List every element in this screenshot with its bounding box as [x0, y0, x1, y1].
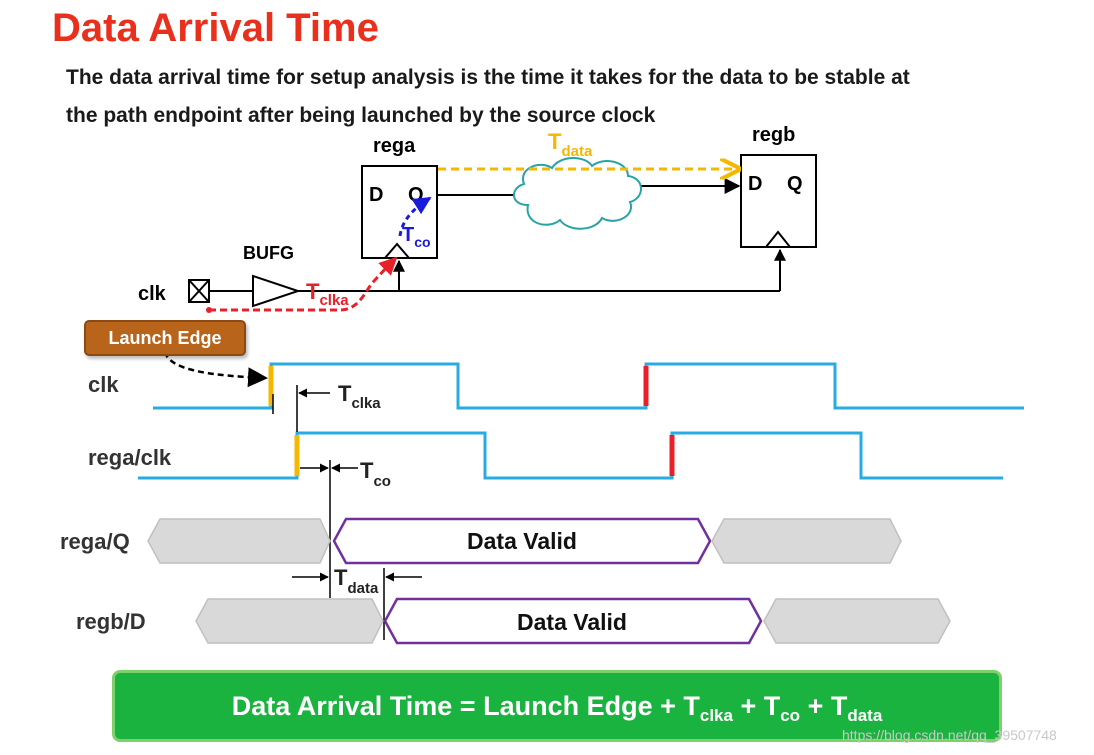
regb-d-data-valid: [383, 597, 763, 645]
t-clka-label: Tclka: [306, 279, 349, 309]
regb-d-invalid-2: [763, 598, 951, 644]
description-line-1: The data arrival time for setup analysis…: [66, 66, 910, 89]
wave-rega-q-label: rega/Q: [60, 529, 130, 554]
wave-clk-label: clk: [88, 372, 119, 397]
launch-edge-arrow: [163, 351, 268, 388]
bufg-label: BUFG: [243, 243, 294, 263]
rega-clock-triangle: [384, 242, 410, 259]
regb-clock-triangle: [765, 230, 791, 248]
t-data-measure-label: Tdata: [334, 565, 379, 597]
rega-q-invalid-1: [147, 518, 331, 564]
rega-d-pin: D: [369, 184, 383, 206]
clk-port-icon: [188, 279, 210, 303]
page-title: Data Arrival Time: [52, 6, 379, 50]
t-clka-measure-label: Tclka: [338, 381, 381, 412]
regb-label: regb: [752, 124, 795, 146]
t-co-arrow: [398, 196, 432, 237]
t-clka-arrow: [209, 256, 398, 312]
rega-label: rega: [373, 135, 416, 157]
t-co-label: Tco: [402, 224, 431, 250]
t-co-measure-label: Tco: [360, 458, 391, 490]
rega-q-data-valid-text: Data Valid: [467, 528, 577, 554]
regb-register: [740, 154, 817, 248]
rega-clk-waveform: [138, 431, 1003, 480]
bufg-buffer: [252, 274, 302, 308]
watermark: https://blog.csdn.net/qq_39507748: [842, 727, 1057, 743]
logic-cloud: [513, 157, 642, 230]
regb-d-data-valid-text: Data Valid: [517, 609, 627, 635]
wave-regb-d-label: regb/D: [76, 609, 146, 634]
wave-rega-clk-label: rega/clk: [88, 445, 172, 470]
description-line-2: the path endpoint after being launched b…: [66, 104, 656, 127]
equation-bar: Data Arrival Time = Launch Edge + Tclka …: [112, 670, 1002, 742]
clk-input-label: clk: [138, 283, 167, 305]
clk-waveform: [153, 362, 1024, 410]
regb-q-pin: Q: [787, 173, 803, 195]
regb-d-invalid-1: [195, 598, 384, 644]
rega-q-invalid-2: [711, 518, 902, 564]
equation-text: Data Arrival Time = Launch Edge + Tclka …: [231, 691, 883, 725]
launch-edge-badge: Launch Edge: [84, 320, 246, 356]
t-data-label: Tdata: [548, 129, 593, 160]
rega-q-data-valid: [332, 517, 712, 565]
regb-d-pin: D: [748, 173, 762, 195]
